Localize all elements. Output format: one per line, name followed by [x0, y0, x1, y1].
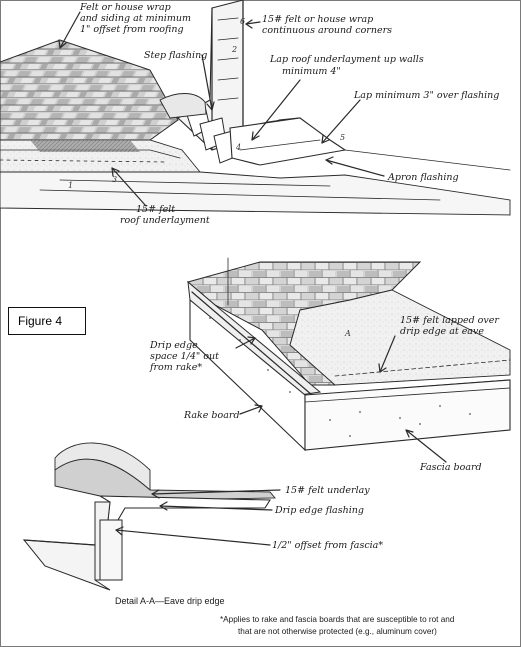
mark-3: 3 [112, 175, 117, 184]
label-lap-underlayment-1: Lap roof underlayment up walls [269, 54, 424, 65]
label-felt-wrap-1: Felt or house wrap [79, 2, 171, 13]
label-roof-underlayment-1: 15# felt [136, 204, 175, 215]
detail-drip-edge [97, 495, 271, 521]
figure-label-box: Figure 4 [8, 307, 86, 335]
label-felt-underlay: 15# felt underlay [285, 485, 370, 496]
label-fascia-board: Fascia board [419, 462, 482, 473]
label-apron-flashing: Apron flashing [387, 172, 459, 183]
figure-label: Figure 4 [18, 314, 63, 328]
label-drip-edge-1: Drip edge [149, 340, 198, 351]
callout-marks: 1 2 6 5 4 3 [68, 17, 345, 190]
label-felt-continuous-1: 15# felt or house wrap [262, 14, 373, 25]
lower-felt [0, 171, 511, 216]
section-mark-a: A [344, 329, 351, 338]
detail-rafter [99, 519, 123, 581]
roof-shingles [0, 39, 179, 141]
detail-caption: Detail A-A—Eave drip edge [115, 596, 225, 606]
rake-eave-diagram: A Drip edge space 1/4" out from rake* 15… [149, 257, 511, 473]
label-felt-wrap-2: and siding at minimum [80, 13, 191, 24]
fascia-board [304, 379, 511, 451]
label-drip-edge-flashing: Drip edge flashing [274, 505, 364, 516]
label-felt-continuous-2: continuous around corners [262, 25, 392, 36]
mark-2: 2 [231, 45, 237, 54]
label-drip-edge-3: from rake* [149, 362, 202, 373]
label-offset-fascia: 1/2" offset from fascia* [272, 540, 383, 551]
label-felt-wrap-3: 1" offset from roofing [80, 24, 184, 35]
label-lap-flashing: Lap minimum 3" over flashing [353, 90, 499, 101]
label-felt-lapped-2: drip edge at eave [400, 326, 484, 337]
mark-4: 4 [235, 143, 241, 152]
apron-flashing [229, 117, 347, 166]
eave-detail-diagram: 15# felt underlay Drip edge flashing 1/2… [22, 442, 383, 606]
label-drip-edge-2: space 1/4" out [150, 351, 219, 362]
label-roof-underlayment-2: roof underlayment [120, 215, 210, 226]
eave-felt [289, 289, 511, 386]
label-felt-lapped-1: 15# felt lapped over [400, 315, 500, 326]
label-step-flashing: Step flashing [144, 50, 207, 61]
footnote-line-2: that are not otherwise protected (e.g., … [238, 627, 437, 636]
mark-5: 5 [340, 133, 345, 142]
mark-1: 1 [68, 181, 73, 190]
footnote-line-1: *Applies to rake and fascia boards that … [220, 615, 455, 624]
label-rake-board: Rake board [183, 410, 240, 421]
label-lap-underlayment-2: minimum 4" [282, 66, 341, 77]
top-roof-wall-diagram: 1 2 6 5 4 3 Felt or house wrap and sidin… [0, 0, 511, 226]
mark-6: 6 [240, 17, 245, 26]
